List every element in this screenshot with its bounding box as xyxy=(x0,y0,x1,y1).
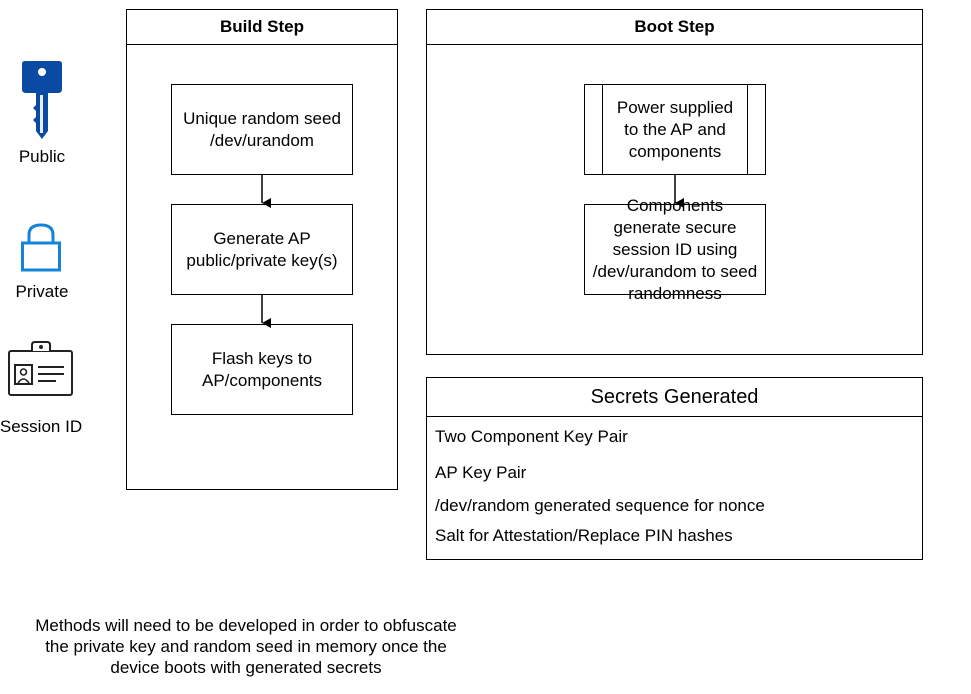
id-card-icon xyxy=(8,341,73,396)
secrets-title: Secrets Generated xyxy=(427,378,922,417)
build-step-flash-text: Flash keys to AP/components xyxy=(201,348,322,390)
obfuscation-note: Methods will need to be developed in ord… xyxy=(35,616,457,677)
build-step-seed-box: Unique random seed /dev/urandom xyxy=(171,84,353,175)
secret-item-salt: Salt for Attestation/Replace PIN hashes xyxy=(435,526,733,545)
legend-private-label: Private xyxy=(15,282,69,301)
build-step-seed-text: Unique random seed /dev/urandom xyxy=(183,108,341,150)
secret-item-nonce: /dev/random generated sequence for nonce xyxy=(435,496,765,515)
boot-step-session-box: Components generate secure session ID us… xyxy=(584,196,766,303)
lock-icon xyxy=(21,223,61,272)
secrets-panel: Secrets Generated Two Component Key Pair… xyxy=(426,377,923,560)
legend-public-label: Public xyxy=(18,147,66,166)
legend: Public Private Session ID xyxy=(0,55,90,445)
boot-step-power-box: Power supplied to the AP and components xyxy=(584,84,766,175)
boot-step-title: Boot Step xyxy=(427,10,922,45)
build-step-keygen-box: Generate AP public/private key(s) xyxy=(171,204,353,295)
power-box-right-bar xyxy=(747,84,748,175)
build-step-keygen-text: Generate AP public/private key(s) xyxy=(186,228,338,270)
legend-session-label: Session ID xyxy=(0,417,83,436)
power-box-left-bar xyxy=(602,84,603,175)
secret-item-component-keys: Two Component Key Pair xyxy=(435,427,628,446)
key-icon xyxy=(22,61,62,139)
build-step-title: Build Step xyxy=(127,10,397,45)
boot-step-session-text: Components generate secure session ID us… xyxy=(592,195,758,303)
build-step-flash-box: Flash keys to AP/components xyxy=(171,324,353,415)
boot-step-power-text: Power supplied to the AP and components xyxy=(616,97,734,161)
secret-item-ap-keys: AP Key Pair xyxy=(435,463,527,482)
